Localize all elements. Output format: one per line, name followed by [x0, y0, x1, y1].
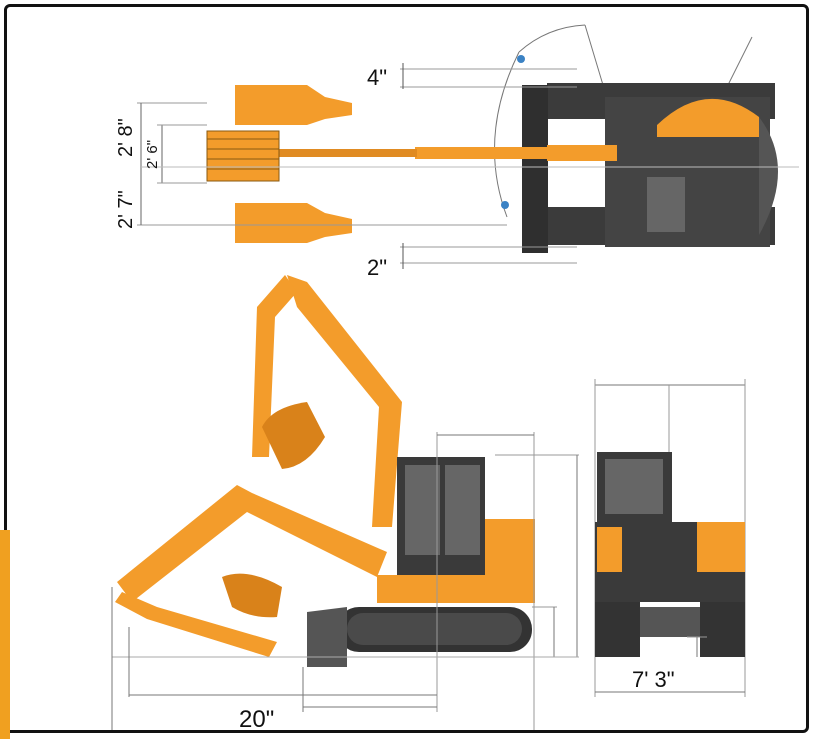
marker-dot-top: [517, 55, 525, 63]
dim-label-7ft3in: 7' 3": [632, 667, 675, 692]
boom-raised: [287, 275, 402, 527]
dozer-blade-top: [522, 85, 548, 253]
arm-lowered: [115, 592, 277, 657]
counterweight-top: [657, 98, 759, 137]
upper-frame: [377, 575, 535, 603]
boom-top: [547, 145, 617, 161]
dozer-blade-side: [307, 607, 347, 667]
swing-arc: [494, 51, 520, 218]
counterweight-edge: [759, 117, 778, 235]
top-view: 4" 2" 2' 8" 2' 6" 2' 7": [115, 24, 799, 280]
front-hood-orange: [697, 522, 745, 572]
sidebar-accent: [0, 530, 10, 739]
side-view: 20": [111, 275, 579, 730]
swing-arc-top: [518, 24, 586, 53]
dim-label-2ft7in: 2' 7": [115, 190, 137, 229]
bucket-lowered: [222, 573, 282, 618]
dim-label-2ft8in: 2' 8": [115, 118, 137, 157]
cab-window-side: [445, 465, 480, 555]
arm-top-2: [277, 149, 417, 157]
bucket-top-lower: [235, 203, 352, 243]
swing-radius-line: [584, 24, 604, 86]
arm-raised: [252, 275, 297, 457]
front-undercarriage: [640, 607, 700, 637]
arm-top-1: [415, 147, 550, 159]
bucket-top-upper: [235, 85, 352, 125]
diagram-frame: 4" 2" 2' 8" 2' 6" 2' 7": [4, 4, 809, 733]
track-side-inner: [347, 613, 522, 645]
boom-lowered: [117, 485, 387, 602]
engine-hood: [485, 519, 535, 579]
marker-dot-bottom: [501, 201, 509, 209]
front-boom-mount: [597, 527, 622, 572]
dim-label-2in: 2": [367, 255, 387, 280]
front-track-left: [595, 602, 640, 657]
dim-label-2ft6in: 2' 6": [144, 140, 161, 169]
bucket-raised: [262, 402, 325, 469]
dim-label-20in: 20": [239, 706, 274, 730]
dim-label-4in: 4": [367, 65, 387, 90]
cab-window-front: [405, 465, 440, 555]
front-track-right: [700, 602, 745, 657]
front-cab-window: [605, 459, 663, 514]
cab-roof-top: [647, 177, 685, 232]
front-view: 7' 3": [594, 379, 746, 697]
excavator-dimension-diagram: 4" 2" 2' 8" 2' 6" 2' 7": [111, 24, 799, 730]
